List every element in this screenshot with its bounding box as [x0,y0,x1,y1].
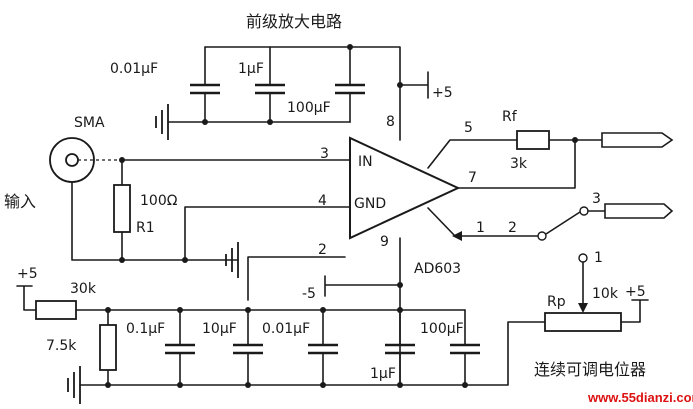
switch-term-3-label: 3 [592,191,601,207]
input-label: 输入 [4,192,36,211]
cap-0.1uf-label: 0.1µF [126,321,165,337]
output-port-icon [601,132,674,148]
divider-r-top-label: 30k [70,281,97,297]
resistor-r1: 100Ω R1 [113,159,178,261]
gain-switch: 1 2 3 [427,191,674,241]
cap-1uf-top-label: 1µF [238,61,264,77]
r1-name-label: R1 [136,220,155,236]
ground-icon-bottom [67,366,81,404]
pin-4-label: 4 [318,193,327,209]
pot-value-label: 10k [592,286,619,302]
watermark-text: www.55dianzi.com [587,390,693,405]
supply-pos-top-label: +5 [432,85,453,101]
cap-0.01uf-bottom-label: 0.01µF [262,321,310,337]
pin-3-label: 3 [320,146,329,162]
sma-label: SMA [74,115,105,131]
diagram-title: 前级放大电路 [246,12,342,31]
switch-term-2-label: 2 [508,220,517,236]
pin-5-label: 5 [464,120,473,136]
pin-7-label: 7 [468,170,477,186]
supply-neg-label: -5 [302,286,316,302]
cap-100uf-top-label: 100µF [287,100,331,116]
pot-name-label: Rp [547,294,566,310]
cap-100uf-bottom-label: 100µF [420,321,464,337]
amp-part-label: AD603 [414,261,461,277]
ground-icon-input [225,242,239,278]
divider-r-bottom-label: 7.5k [46,338,77,354]
r1-value-label: 100Ω [140,193,178,209]
supply-pos-right-label: +5 [625,284,646,300]
pot-wiper-label: 1 [594,250,603,266]
supply-pos-left-label: +5 [17,266,38,282]
feedback-rf: 5 7 Rf 3k [427,109,674,189]
cap-10uf-label: 10µF [202,321,237,337]
switch-port-icon [604,203,674,219]
top-capacitor-bank: 0.01µF 1µF 100µF +5 [110,44,453,141]
sma-input: SMA 输入 3 [4,115,351,211]
potentiometer-rp: 1 Rp 10k +5 连续可调电位器 [534,250,649,379]
cap-0.01uf-top-label: 0.01µF [110,61,158,77]
pin-8-label: 8 [386,114,395,130]
pin-9-label: 9 [380,234,389,250]
switch-term-1-label: 1 [476,220,485,236]
amp-in-label: IN [358,154,373,170]
pot-caption: 连续可调电位器 [534,360,646,379]
bottom-capacitor-bank: 0.1µF 10µF 0.01µF 100µF 1µF [79,307,546,388]
rf-value-label: 3k [510,156,528,172]
amplifier-ad603: IN GND AD603 8 9 [349,114,461,277]
cap-1uf-bottom-label: 1µF [370,366,396,382]
rf-name-label: Rf [502,109,518,125]
ground-icon-top [155,104,169,140]
amp-gnd-label: GND [354,196,386,212]
pin-2-label: 2 [318,242,327,258]
